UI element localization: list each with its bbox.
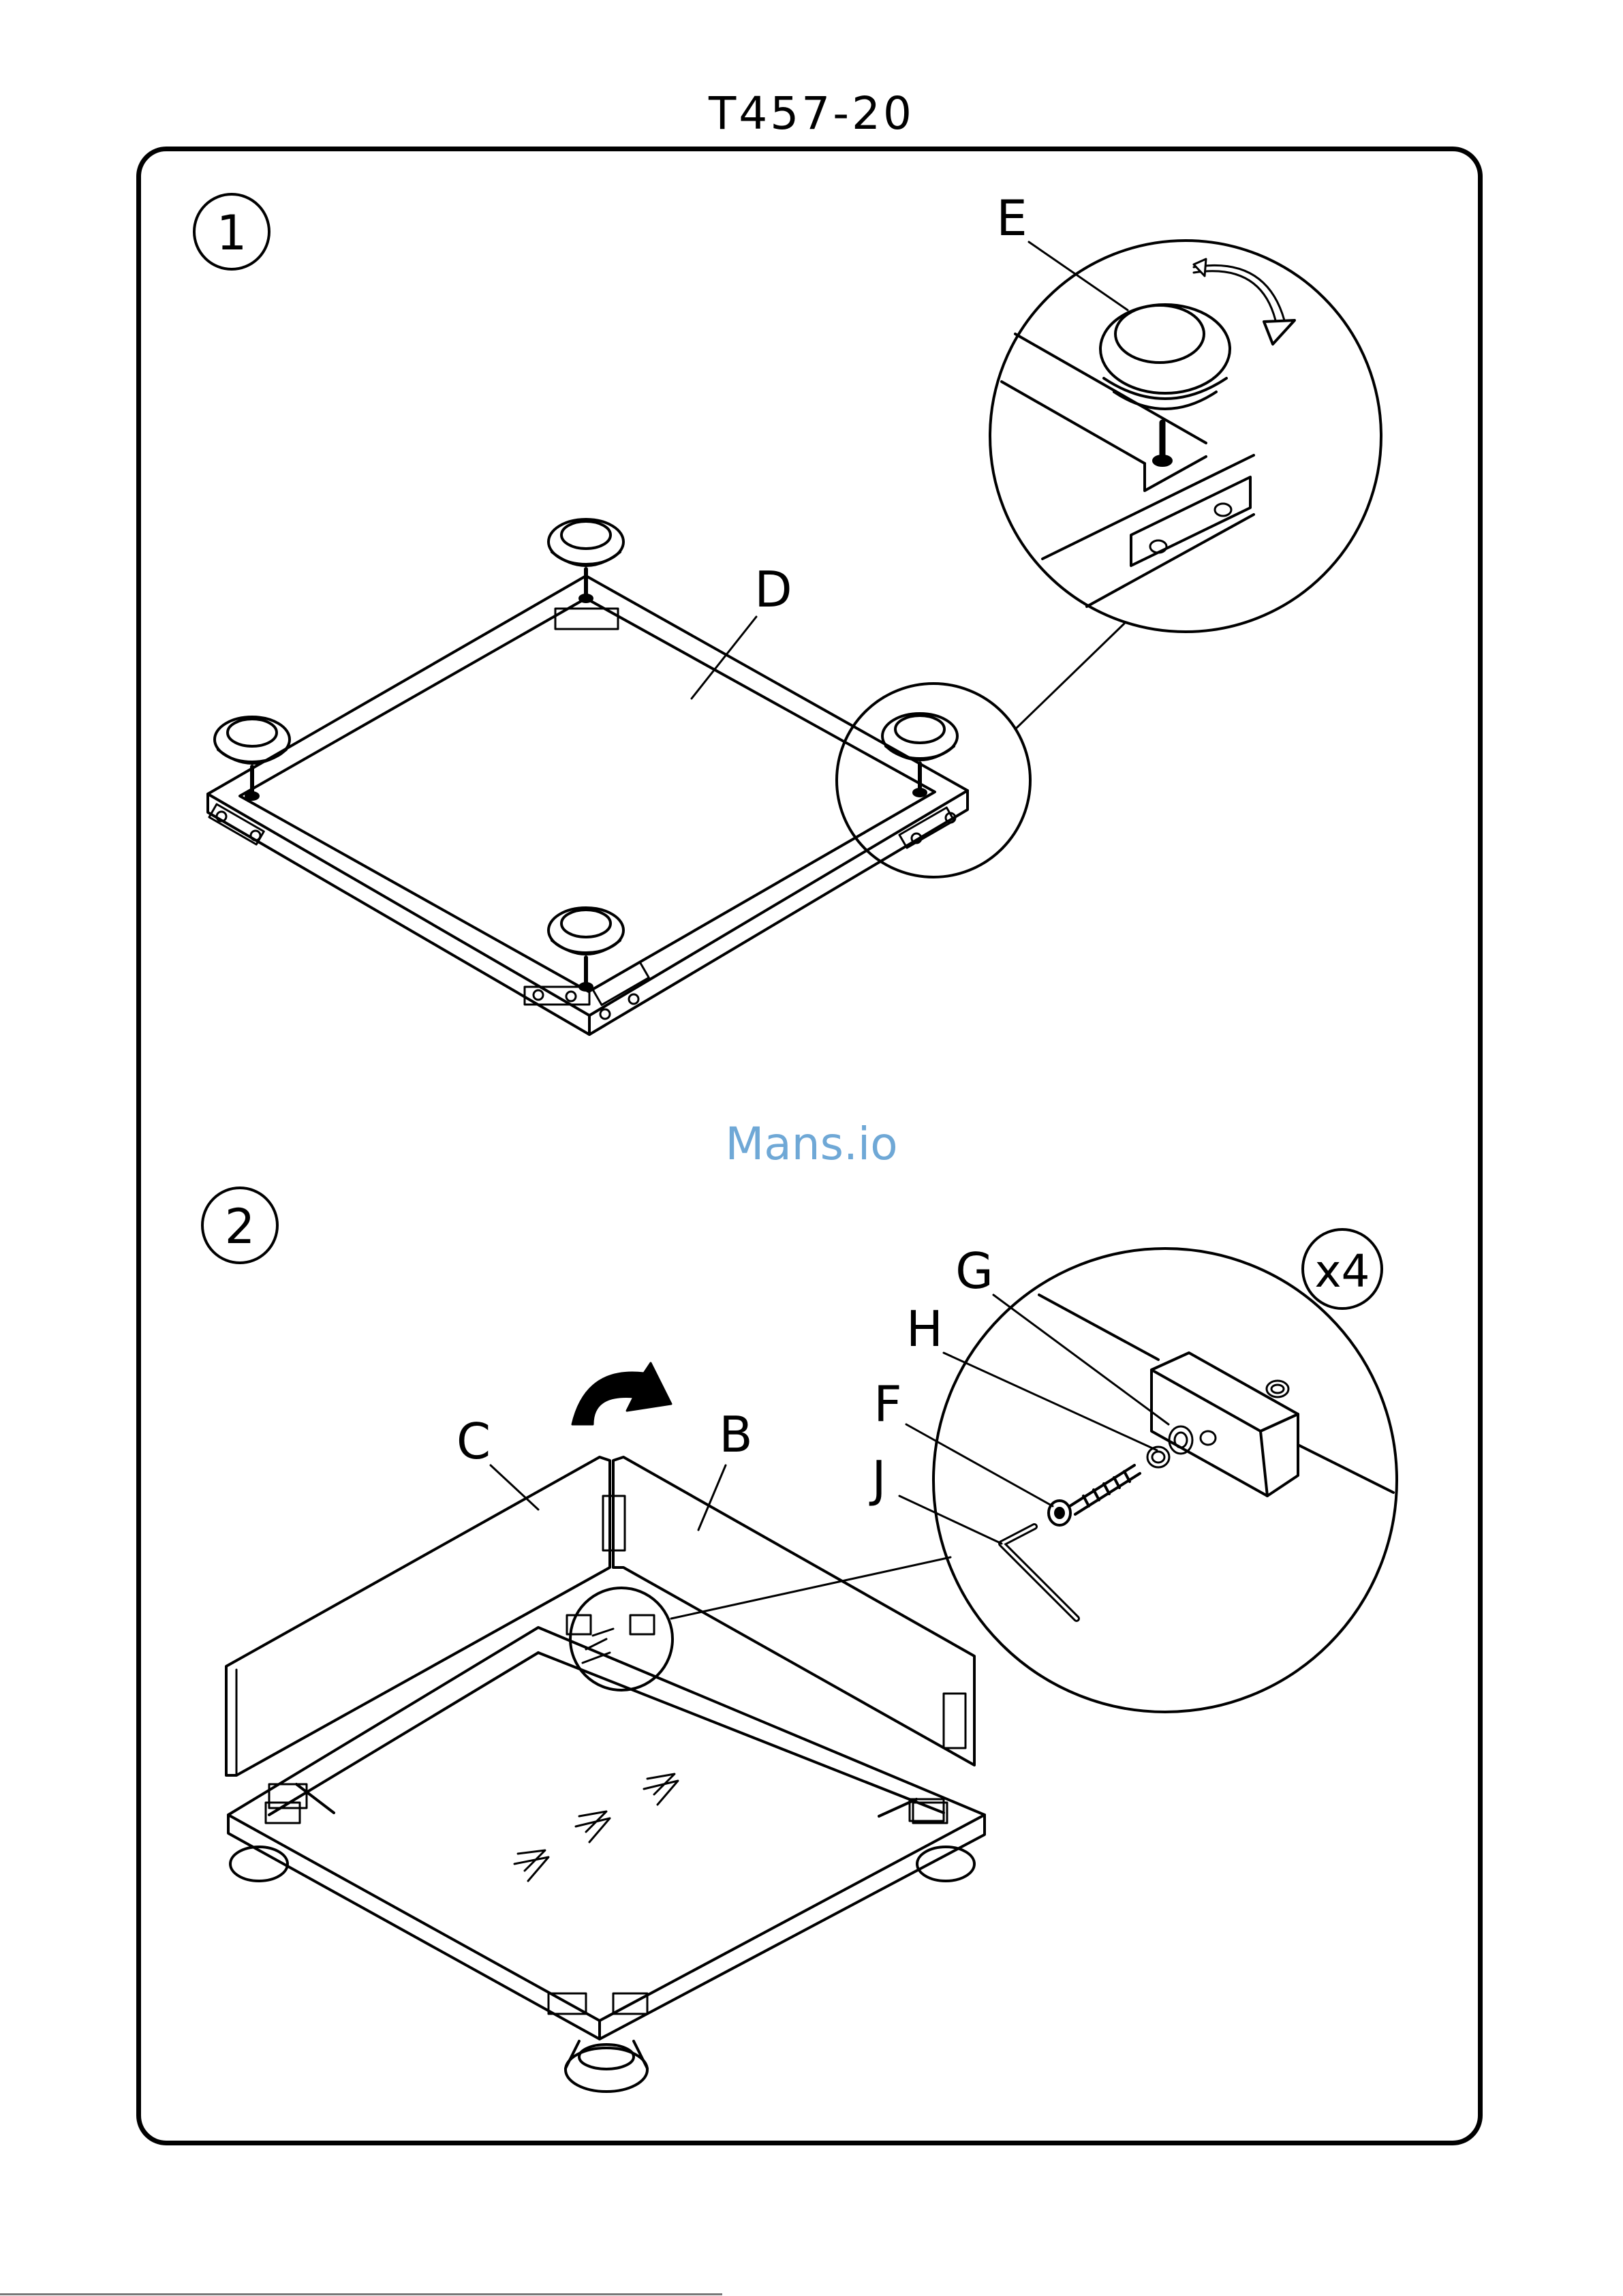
- foot-detail-zoom: [1002, 259, 1295, 607]
- base-illustration: [228, 1627, 985, 2092]
- part-label-b: B: [719, 1406, 752, 1463]
- detail-circle-small: [570, 1588, 673, 1690]
- part-label-c: C: [457, 1413, 491, 1470]
- panel-b-illustration: [603, 1457, 974, 1821]
- part-label-f: F: [874, 1375, 901, 1433]
- part-label-j: J: [869, 1450, 886, 1507]
- bracket-detail-small: [567, 1615, 654, 1663]
- quantity-label: x4: [1314, 1245, 1370, 1298]
- footer-rule: [0, 2293, 722, 2295]
- step-2-number: 2: [225, 1199, 256, 1255]
- watermark: Mans.io: [0, 1118, 1623, 1170]
- detail-circle-large: [933, 1249, 1397, 1712]
- part-label-g: G: [955, 1242, 993, 1300]
- part-label-h: H: [906, 1300, 943, 1358]
- step-2: 2: [202, 1188, 1397, 2092]
- detail-circle-small: [837, 684, 1030, 877]
- foot-illustration: [882, 714, 957, 796]
- foot-illustration: [215, 717, 290, 799]
- step-1: 1: [194, 189, 1381, 1035]
- panel-c-illustration: [226, 1457, 610, 1813]
- part-label-e: E: [996, 189, 1027, 247]
- direction-chevrons: [514, 1774, 678, 1881]
- rotate-arrow-icon: [572, 1363, 671, 1424]
- part-label-d: D: [754, 561, 792, 618]
- detail-circle-large: [990, 241, 1381, 632]
- step-1-number: 1: [217, 205, 247, 261]
